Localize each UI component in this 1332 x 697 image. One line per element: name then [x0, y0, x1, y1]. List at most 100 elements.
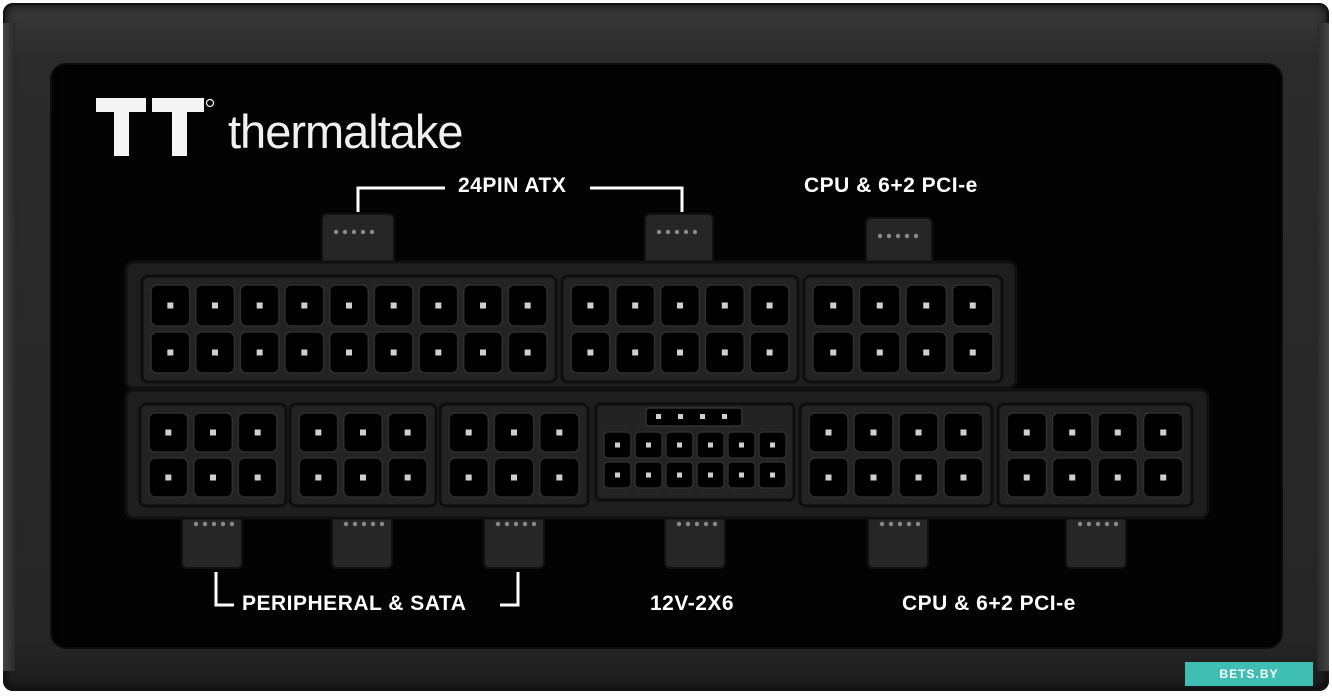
- pin-contact: [969, 302, 976, 309]
- pin-contact: [465, 429, 472, 436]
- sata-latch: [483, 511, 545, 569]
- pin-contact: [256, 349, 263, 356]
- latch-pin-dot: [360, 229, 366, 235]
- pin-contact: [315, 474, 322, 481]
- pin-contact: [167, 302, 174, 309]
- latch-pin-dot: [904, 233, 910, 239]
- sense-pin: [678, 414, 683, 419]
- latch-pin-dot: [495, 521, 501, 527]
- 12v-2x6-socket: [594, 402, 796, 502]
- label-24pin-atx: 24PIN ATX: [458, 174, 567, 197]
- pin-contact: [165, 429, 172, 436]
- pin-contact: [915, 474, 922, 481]
- latch-pin-dot: [522, 521, 528, 527]
- latch-pin-dot: [712, 521, 718, 527]
- pin-contact: [346, 349, 352, 356]
- peripheral-bracket-left: [214, 572, 234, 607]
- pin-contact: [825, 429, 832, 436]
- pin-contact: [435, 349, 442, 356]
- pin-contact: [404, 474, 411, 481]
- latch-pin-dot: [906, 521, 912, 527]
- sata-socket: [438, 402, 590, 508]
- pin-contact: [524, 302, 531, 309]
- latch-pin-dot: [692, 229, 698, 235]
- brand-name: thermaltake: [228, 105, 464, 158]
- pin-contact: [721, 302, 728, 309]
- pin-contact: [167, 349, 174, 356]
- cpu-pcie-top-socket: [802, 274, 1004, 384]
- sense-pin: [722, 414, 727, 419]
- latch-pin-dot: [369, 229, 375, 235]
- latch-pin-dot: [211, 521, 217, 527]
- pin-contact: [960, 474, 967, 481]
- pin-contact: [360, 429, 366, 436]
- latch-pin-dot: [343, 521, 349, 527]
- pin-contact: [315, 429, 322, 436]
- pin-contact: [923, 349, 930, 356]
- latch-pin-dot: [379, 521, 385, 527]
- pin-contact: [721, 349, 728, 356]
- pin-contact: [870, 474, 877, 481]
- latch-pin-dot: [683, 229, 689, 235]
- latch-pin-dot: [1113, 521, 1119, 527]
- latch-pin-dot: [202, 521, 208, 527]
- pin-contact: [677, 302, 683, 309]
- latch-pin-dot: [351, 229, 357, 235]
- pin-contact: [212, 349, 218, 356]
- thermaltake-logo-icon: [96, 98, 215, 156]
- pin-contact: [708, 442, 713, 448]
- latch-pin-dot: [676, 521, 682, 527]
- pin-contact: [646, 472, 651, 478]
- latch-pin-dot: [333, 229, 339, 235]
- atx-20pin-socket: [140, 274, 558, 384]
- latch-pin-dot: [877, 233, 883, 239]
- bracket-lines: [214, 186, 684, 607]
- pin-contact: [480, 302, 486, 309]
- pin-contact: [210, 474, 216, 481]
- latch-pin-dot: [531, 521, 537, 527]
- peripheral-latch-2: [331, 511, 393, 569]
- latch-pin-dot: [888, 521, 894, 527]
- cpu-pcie-bottom-socket-2: [996, 402, 1194, 508]
- pin-contact: [301, 349, 308, 356]
- latch-pin-dot: [513, 521, 519, 527]
- latch-pin-dot: [361, 521, 367, 527]
- pin-contact: [960, 429, 967, 436]
- latch-pin-dot: [1077, 521, 1083, 527]
- pin-contact: [360, 474, 366, 481]
- watermark-badge: BETS.BY: [1185, 662, 1313, 686]
- pin-contact: [1114, 474, 1121, 481]
- latch-pin-dot: [915, 521, 921, 527]
- latch-pin-dot: [665, 229, 671, 235]
- sense-pin: [700, 414, 705, 419]
- atx-bracket-right: [590, 186, 684, 212]
- latch-pin-dot: [913, 233, 919, 239]
- pin-contact: [876, 349, 883, 356]
- pin-contact: [677, 349, 683, 356]
- latch-pin-dot: [342, 229, 348, 235]
- peripheral-socket-1: [138, 402, 288, 508]
- pin-contact: [825, 474, 832, 481]
- latch-pin-dot: [504, 521, 510, 527]
- pin-contact: [511, 429, 517, 436]
- pin-contact: [739, 442, 744, 448]
- latch-pin-dot: [703, 521, 709, 527]
- latch-pin-dot: [229, 521, 235, 527]
- pin-contact: [615, 442, 620, 448]
- pin-contact: [1160, 429, 1167, 436]
- cpu-pcie-bottom-socket-1: [798, 402, 994, 508]
- pin-contact: [301, 302, 308, 309]
- label-cpu-pcie-top: CPU & 6+2 PCI-e: [804, 174, 978, 197]
- pin-contact: [1069, 429, 1076, 436]
- pin-contact: [708, 472, 713, 478]
- pin-contact: [556, 474, 563, 481]
- latch-pin-dot: [694, 521, 700, 527]
- pin-contact: [766, 302, 773, 309]
- pin-contact: [615, 472, 620, 478]
- pin-contact: [390, 302, 397, 309]
- peripheral-socket-2: [288, 402, 438, 508]
- pin-contact: [435, 302, 442, 309]
- pin-contact: [1023, 474, 1030, 481]
- pin-contact: [212, 302, 218, 309]
- 12v-latch: [664, 511, 726, 569]
